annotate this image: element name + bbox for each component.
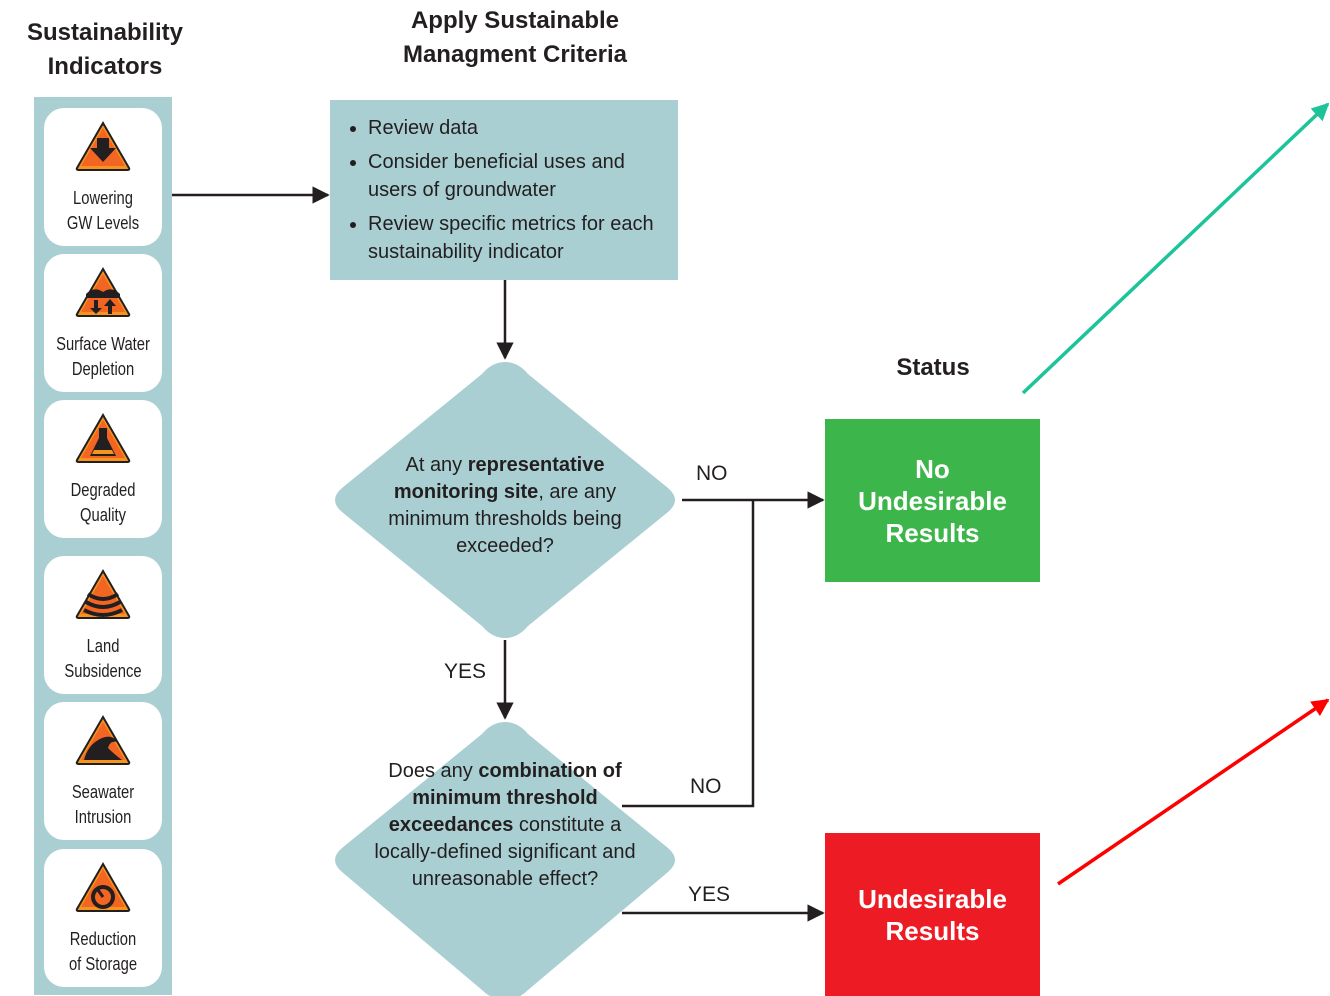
red-pointer-arrow	[1057, 698, 1330, 886]
undesirable-results-box: Undesirable Results	[825, 833, 1040, 996]
indicator-card-lowering-gw-levels: Lowering GW Levels	[44, 108, 162, 246]
indicator-card-reduction-of-storage: Reduction of Storage	[44, 849, 162, 987]
yes1-label: YES	[444, 660, 487, 683]
indicator-label: Surface Water Depletion	[56, 334, 150, 379]
decision1-text-post: , are any minimum thresholds being excee…	[388, 481, 622, 557]
yes2-label: YES	[688, 883, 731, 906]
criteria-box: Review data Consider beneficial uses and…	[330, 100, 678, 280]
no2-connector	[622, 500, 755, 808]
indicator-label: Land Subsidence	[64, 636, 142, 681]
criteria-item: Review data	[368, 114, 664, 142]
indicators-panel	[34, 97, 172, 995]
decision1-text: At any representative monitoring site, a…	[372, 452, 638, 560]
no1-label: NO	[696, 462, 728, 485]
criteria-item: Review specific metrics for each sustain…	[368, 210, 664, 266]
indicator-label: Seawater Intrusion	[71, 782, 135, 827]
reduction-of-storage-icon	[75, 862, 131, 912]
no2-label: NO	[690, 775, 722, 798]
indicator-card-seawater-intrusion: Seawater Intrusion	[44, 702, 162, 840]
land-subsidence-icon	[75, 569, 131, 619]
sustainability-indicators-heading: Sustainability Indicators	[26, 19, 184, 80]
indicator-label: Degraded Quality	[70, 480, 136, 525]
no-undesirable-results-box: No Undesirable Results	[825, 419, 1040, 582]
decision2-text-post: constitute a locally-defined significant…	[374, 814, 636, 890]
apply-criteria-heading: Apply Sustainable Managment Criteria	[402, 7, 628, 68]
decision2-diamond	[335, 722, 675, 996]
decision2-text-pre: Does any	[388, 760, 479, 782]
criteria-item: Consider beneficial uses and users of gr…	[368, 148, 664, 204]
teal-pointer-arrow	[1021, 102, 1330, 395]
indicator-card-degraded-quality: Degraded Quality	[44, 400, 162, 538]
decision1-diamond	[335, 362, 675, 638]
decision2-text: Does any combination of minimum threshol…	[372, 758, 638, 893]
criteria-list: Review data Consider beneficial uses and…	[330, 100, 678, 266]
seawater-intrusion-icon	[75, 715, 131, 765]
indicator-card-surface-water-depletion: Surface Water Depletion	[44, 254, 162, 392]
indicator-label: Reduction of Storage	[68, 929, 138, 974]
lowering-gw-levels-icon	[75, 121, 131, 171]
indicator-label: Lowering GW Levels	[66, 188, 140, 233]
undesirable-results-text: Undesirable Results	[858, 883, 1007, 946]
decision1-text-bold: representative monitoring site	[393, 454, 605, 503]
indicator-card-land-subsidence: Land Subsidence	[44, 556, 162, 694]
decision2-text-bold: combination of minimum threshold exceeda…	[388, 760, 622, 836]
status-heading: Status	[896, 354, 970, 381]
degraded-quality-icon	[75, 413, 131, 463]
no-undesirable-results-text: No Undesirable Results	[858, 453, 1007, 548]
decision1-text-pre: At any	[405, 454, 468, 476]
surface-water-depletion-icon	[75, 267, 131, 317]
